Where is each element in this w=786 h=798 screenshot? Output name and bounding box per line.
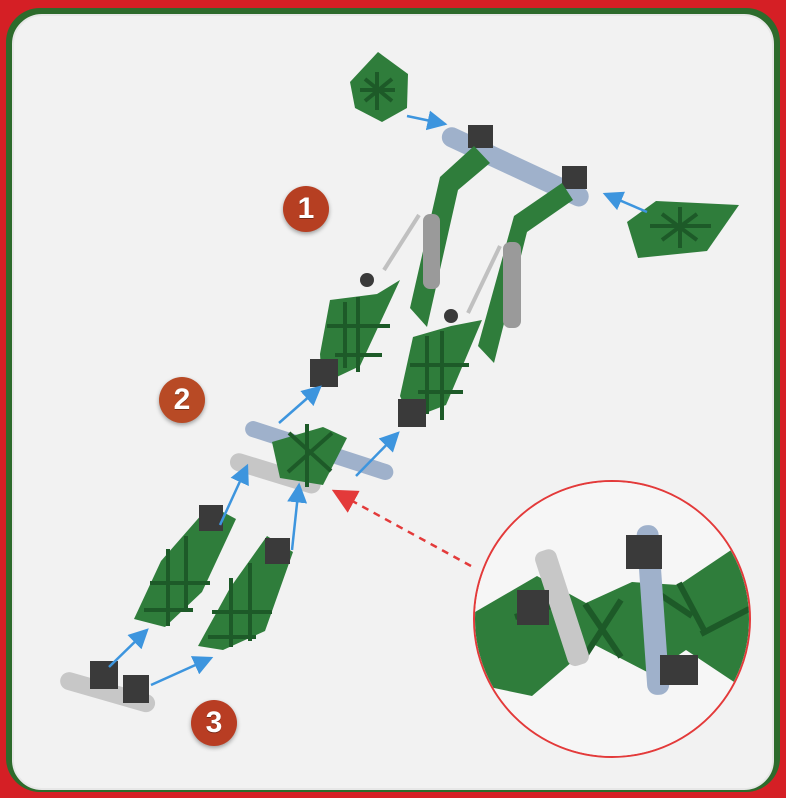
middle-crossbar-assembly bbox=[228, 419, 396, 496]
step-2-badge: 2 bbox=[159, 377, 205, 423]
top-left-connector bbox=[350, 52, 408, 122]
zoom-detail-illustration bbox=[475, 482, 749, 756]
left-upper-chain bbox=[310, 280, 400, 387]
right-upper-chain bbox=[398, 320, 482, 427]
step-1-label: 1 bbox=[298, 192, 315, 226]
zoom-callout-arrow bbox=[334, 491, 471, 566]
step-3-label: 3 bbox=[206, 706, 223, 740]
step-1-badge: 1 bbox=[283, 186, 329, 232]
magnified-detail-circle bbox=[473, 480, 751, 758]
step-2-label: 2 bbox=[174, 383, 191, 417]
step-3-badge: 3 bbox=[191, 700, 237, 746]
bottom-foot-assembly bbox=[58, 661, 157, 714]
